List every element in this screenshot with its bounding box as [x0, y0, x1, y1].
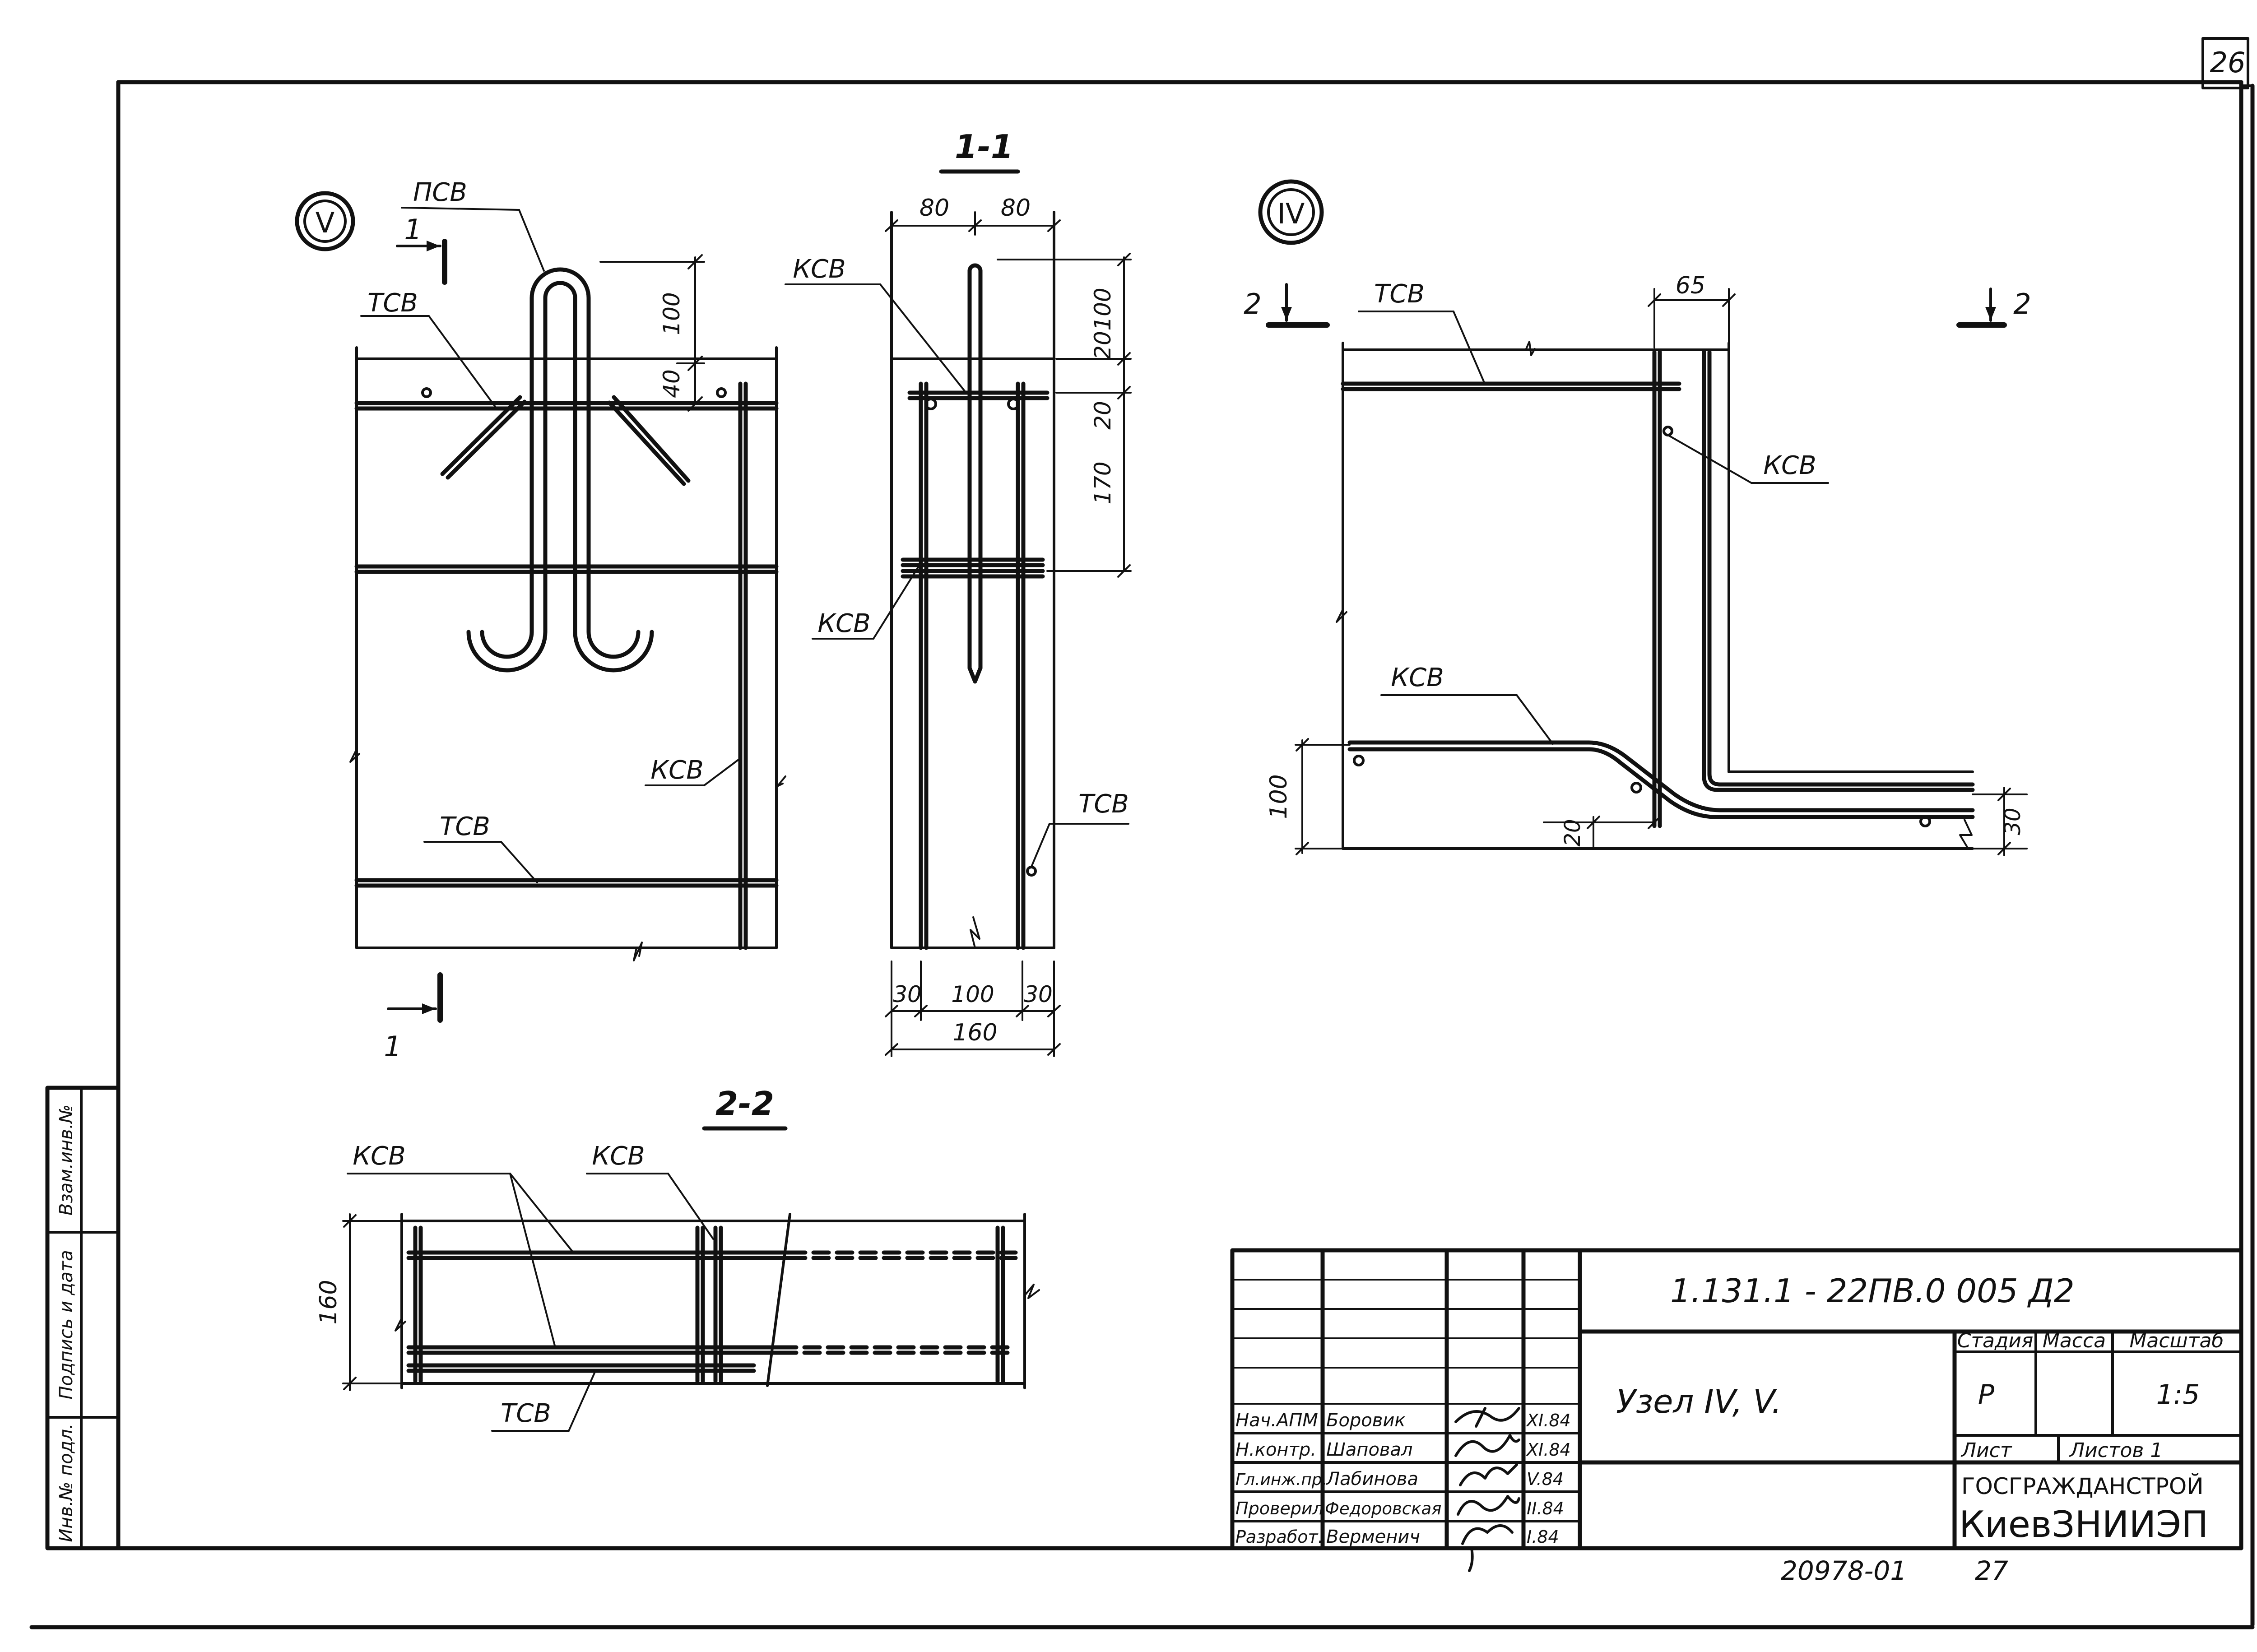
- view-iv-section-mark-left: 2: [1244, 288, 1261, 320]
- role-1-date: XI.84: [1526, 1440, 1571, 1460]
- view-iv-dim-65: 65: [1676, 272, 1705, 299]
- role-3-title: Проверил: [1235, 1499, 1324, 1518]
- view-iv-ksv-bottom-label: КСВ: [1391, 663, 1444, 692]
- section-1-1-tsv-label: ТСВ: [1078, 789, 1129, 819]
- role-3-date: II.84: [1527, 1499, 1564, 1518]
- view-iv-dim-100: 100: [1265, 774, 1292, 819]
- stamp-original-inv: Инв.№ подл.: [56, 1423, 77, 1542]
- page-number: 26: [2210, 46, 2246, 79]
- section-1-1-dim-total: 160: [952, 1019, 997, 1046]
- section-1-1-dim-bottom-100: 100: [951, 981, 994, 1007]
- stamp-replaced-inv: Взам.инв.№: [56, 1104, 77, 1216]
- view-iv-dim-30: 30: [2000, 807, 2025, 835]
- scale-value: 1:5: [2156, 1379, 2200, 1411]
- section-1-1-dim-bottom-30a: 30: [893, 981, 922, 1007]
- archive-number: 20978-01: [1781, 1555, 1907, 1586]
- org-name-line2: КиевЗНИИЭП: [1959, 1504, 2208, 1545]
- doc-code: 1.131.1 - 22ПВ.0 005 Д2: [1670, 1272, 2075, 1310]
- section-1-1: 1-1 КСВ КСВ ТСВ: [785, 128, 1132, 1057]
- title-block: Нач.АПМ Боровик XI.84 Н.контр. Шаповал X…: [1230, 1248, 2243, 1572]
- role-2-date: V.84: [1527, 1469, 1564, 1489]
- view-v-dim-100: 100: [659, 292, 685, 335]
- role-1-name: Шаповал: [1326, 1439, 1413, 1460]
- role-4-date: I.84: [1527, 1527, 1559, 1547]
- view-v-ksv-label: КСВ: [650, 756, 703, 785]
- view-v-psv-label: ПСВ: [413, 178, 467, 207]
- section-1-1-ksv-mid-label: КСВ: [817, 609, 870, 638]
- section-2-2-tsv-label: ТСВ: [501, 1399, 551, 1428]
- role-0-date: XI.84: [1526, 1411, 1571, 1430]
- view-v-section-mark-top: 1: [404, 213, 422, 246]
- header-mass: Масса: [2043, 1329, 2106, 1352]
- section-2-2: 2-2 КСВ КСВ: [315, 1085, 1040, 1432]
- signatures: [1454, 1407, 1520, 1572]
- stamp-signature-date: Подпись и дата: [56, 1250, 77, 1399]
- sheet-label: Лист: [1960, 1439, 2012, 1462]
- section-1-1-dim-right-20b: 20: [1090, 401, 1116, 430]
- section-1-1-dim-bottom-30b: 30: [1024, 981, 1053, 1007]
- section-1-1-dim-top-1: 80: [920, 195, 949, 222]
- sheet-frame: 26: [29, 37, 2255, 1629]
- section-1-1-dim-right-20a: 20: [1090, 331, 1116, 360]
- header-scale: Масштаб: [2129, 1329, 2224, 1352]
- sheets-count-label: Листов 1: [2069, 1439, 2163, 1462]
- role-4-title: Разработ.: [1235, 1527, 1324, 1547]
- side-stamp: Взам.инв.№ Подпись и дата Инв.№ подл.: [45, 1086, 121, 1550]
- footer-page: 27: [1975, 1555, 2008, 1586]
- footer: 20978-01 27: [1781, 1555, 2008, 1586]
- section-1-1-dim-right-170: 170: [1090, 461, 1116, 504]
- view-v-marker: V: [316, 206, 334, 239]
- view-iv: IV 2 2 ТСВ: [1244, 179, 2031, 856]
- view-iv-ksv-right-label: КСВ: [1763, 451, 1816, 480]
- role-4-name: Верменич: [1326, 1527, 1420, 1547]
- view-v-tsv-bottom-label: ТСВ: [440, 812, 490, 841]
- view-v-section-mark-bottom: 1: [384, 1030, 401, 1063]
- section-2-2-title: 2-2: [715, 1085, 774, 1123]
- section-1-1-dim-right-100: 100: [1090, 288, 1116, 330]
- role-0-title: Нач.АПМ: [1235, 1410, 1318, 1431]
- role-0-name: Боровик: [1326, 1410, 1406, 1431]
- section-2-2-dim-160: 160: [315, 1280, 342, 1324]
- section-1-1-ksv-top-label: КСВ: [793, 255, 845, 284]
- org-name-line1: ГОСГРАЖДАНСТРОЙ: [1961, 1473, 2204, 1499]
- view-v-tsv-top-label: ТСВ: [367, 288, 418, 318]
- view-iv-marker: IV: [1277, 197, 1305, 230]
- stage-value: Р: [1978, 1379, 1995, 1411]
- section-1-1-title: 1-1: [955, 128, 1013, 166]
- view-v-dim-40: 40: [659, 369, 685, 398]
- view-iv-section-mark-right: 2: [2013, 288, 2031, 320]
- view-iv-tsv-label: ТСВ: [1374, 279, 1425, 309]
- section-1-1-dim-top-2: 80: [1001, 195, 1031, 222]
- role-2-name: Лабинова: [1325, 1469, 1418, 1490]
- view-v: V 1 1: [295, 178, 786, 1063]
- role-3-name: Федоровская: [1325, 1499, 1441, 1518]
- header-stage: Стадия: [1957, 1329, 2034, 1352]
- drawing-title: Узел IV, V.: [1616, 1383, 1782, 1420]
- section-2-2-ksv-left-label: КСВ: [353, 1142, 405, 1171]
- view-iv-dim-20: 20: [1560, 819, 1585, 846]
- role-1-title: Н.контр.: [1235, 1439, 1316, 1460]
- role-2-title: Гл.инж.пр.: [1235, 1471, 1327, 1489]
- section-2-2-ksv-right-label: КСВ: [592, 1142, 645, 1171]
